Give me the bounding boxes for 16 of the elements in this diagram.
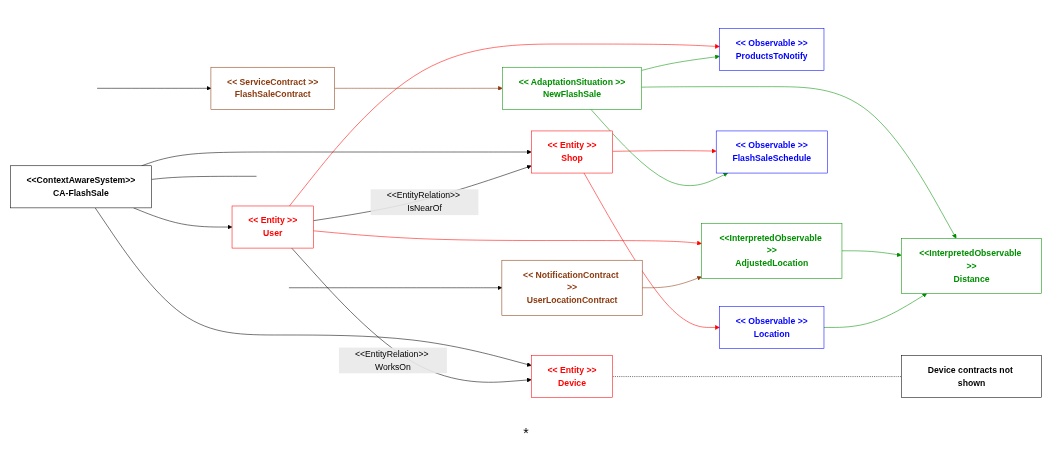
edge-label: <<EntityRelation>> WorksOn [355, 348, 429, 371]
node-box: <<InterpretedObservable >> Distance [901, 237, 1042, 294]
node-box: << Entity >> Shop [531, 130, 613, 173]
node-box: Device contracts not shown [901, 354, 1042, 398]
node-box: << Observable >> FlashSaleSchedule [715, 130, 828, 173]
node-box: << Entity >> User [231, 205, 314, 248]
node-box: <<InterpretedObservable >> AdjustedLocation [701, 222, 843, 279]
multiplicity-label: * [523, 425, 529, 441]
edge-label: <<EntityRelation>> IsNearOf [386, 190, 461, 213]
node-box: << Observable >> ProductsToNotify [719, 27, 825, 71]
node-box: << AdaptationSituation >> NewFlashSale [502, 66, 642, 110]
node-box: << NotificationContract >> UserLocationContract [501, 259, 643, 316]
node-box: << ServiceContract >> FlashSaleContract [210, 66, 335, 110]
node-box: << Entity >> Device [531, 354, 613, 398]
node-box: <<ContextAwareSystem>> CA-FlashSale [10, 165, 152, 208]
node-box: << Observable >> Location [719, 305, 825, 349]
